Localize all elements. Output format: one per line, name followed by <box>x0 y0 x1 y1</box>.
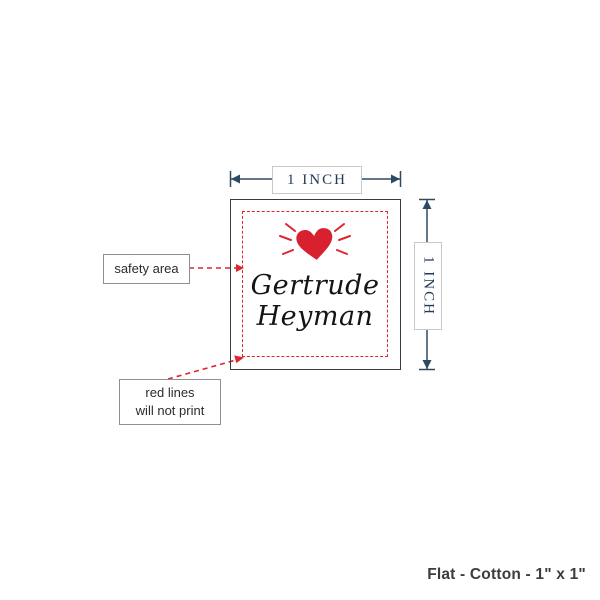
red-lines-note: red lines will not print <box>119 379 221 425</box>
red-lines-note-line2: will not print <box>135 403 205 418</box>
safety-area-arrow <box>189 264 244 272</box>
safety-area-note-text: safety area <box>114 261 179 277</box>
label-name-text: Gertrude Heyman <box>230 270 400 332</box>
top-dimension-label-text: 1 INCH <box>287 171 347 188</box>
red-lines-arrow <box>167 355 244 380</box>
right-dimension-label: 1 INCH <box>414 242 442 330</box>
safety-area-note: safety area <box>103 254 190 284</box>
label-name-line2: Heyman <box>256 301 374 333</box>
product-caption: Flat - Cotton - 1" x 1" <box>427 566 586 583</box>
label-name-line1: Gertrude <box>250 270 380 301</box>
right-dimension-label-text: 1 INCH <box>420 256 437 316</box>
top-dimension-label: 1 INCH <box>272 166 362 194</box>
heart-icon <box>279 223 351 260</box>
label-outline <box>230 199 401 370</box>
red-lines-note-line1: red lines <box>145 385 195 401</box>
safety-area-outline <box>242 211 388 357</box>
